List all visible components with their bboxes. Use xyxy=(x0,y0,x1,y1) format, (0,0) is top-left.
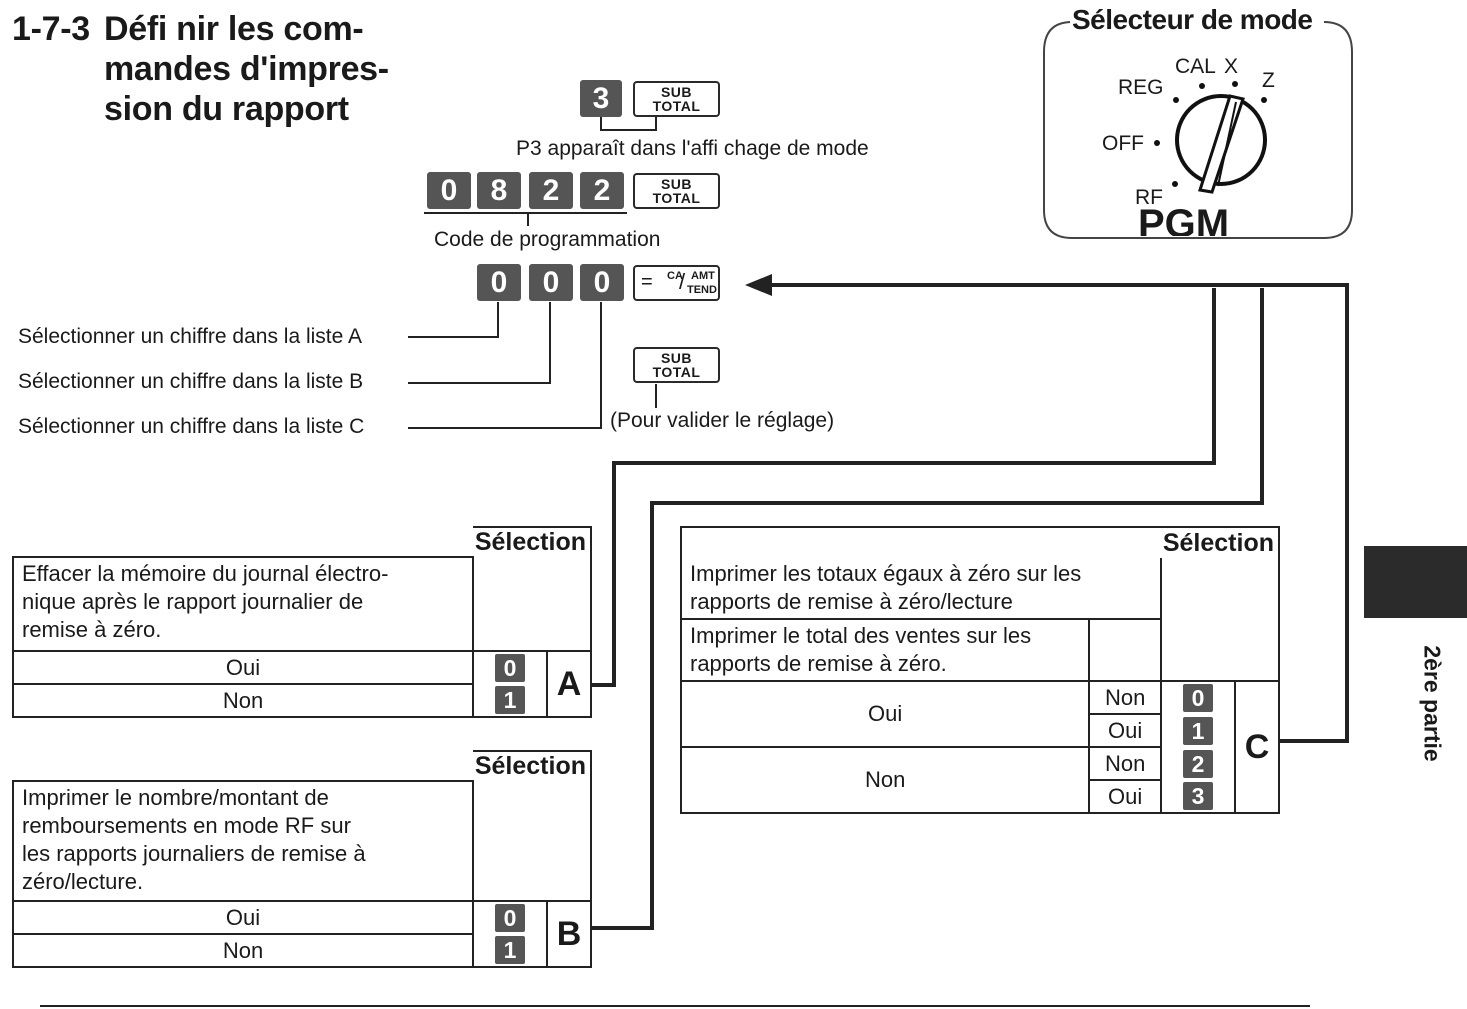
mode-selector-frame xyxy=(1043,21,1353,239)
code-key-2a: 2 xyxy=(529,172,573,209)
subtotal-key-3: SUB TOTAL xyxy=(633,347,720,383)
table-a-num-1: 1 xyxy=(472,684,548,718)
table-b-choice-oui: Oui xyxy=(11,900,475,935)
mode-selector: Sélecteur de mode CAL X REG Z OFF RF PGM xyxy=(1042,0,1354,242)
table-c-num-2-key: 2 xyxy=(1182,749,1213,778)
table-c-outer-oui: Oui xyxy=(679,680,1091,748)
ca-key-tend: TEND xyxy=(687,284,717,296)
table-c-num-3-key: 3 xyxy=(1182,782,1213,810)
table-b-desc-line2: remboursements en mode RF sur xyxy=(22,813,351,838)
mode-label-x: X xyxy=(1224,55,1239,78)
table-c-letter: C xyxy=(1233,680,1281,814)
table-a-num-0-key: 0 xyxy=(495,654,525,682)
list-c-instruction: Sélectionner un chiffre dans la liste C xyxy=(18,415,365,438)
side-tab-block xyxy=(1364,546,1467,618)
table-a-description: Effacer la mémoire du journal électro- n… xyxy=(11,556,475,652)
table-c-num-1-key: 1 xyxy=(1182,716,1213,745)
table-c-num-0: 0 xyxy=(1160,680,1236,714)
table-b-description: Imprimer le nombre/montant de remboursem… xyxy=(11,780,475,902)
table-c-header: Sélection xyxy=(1161,526,1280,558)
ca-key-amt: AMT xyxy=(691,270,715,282)
table-c-desc1-line1: Imprimer les totaux égaux à zéro sur les xyxy=(690,561,1082,586)
select-key-a: 0 xyxy=(477,264,521,301)
table-c-desc2-line1: Imprimer le total des ventes sur les xyxy=(690,623,1032,648)
subtotal-key-2: SUB TOTAL xyxy=(633,173,720,209)
list-a-instruction: Sélectionner un chiffre dans la liste A xyxy=(18,325,362,348)
table-c-inner-1: Oui xyxy=(1088,713,1162,748)
table-c-outer-non: Non xyxy=(679,746,1091,814)
code-key-0: 0 xyxy=(427,172,471,209)
table-c-inner-2: Non xyxy=(1088,746,1162,781)
mode-label-off: OFF xyxy=(1102,132,1144,155)
ca-key-slash: / xyxy=(679,269,686,294)
table-a-desc-line3: remise à zéro. xyxy=(22,617,162,642)
table-b-letter: B xyxy=(545,900,593,968)
table-b: Sélection Imprimer le nombre/montant de … xyxy=(11,750,593,968)
table-a-choice-non: Non xyxy=(11,683,475,718)
table-b-desc-line1: Imprimer le nombre/montant de xyxy=(22,785,329,810)
subtotal-key-2-bottom: TOTAL xyxy=(652,190,701,206)
code-key-2b: 2 xyxy=(580,172,624,209)
mode-label-reg: REG xyxy=(1118,76,1164,99)
table-c-num-1: 1 xyxy=(1160,714,1236,747)
table-a-num-0: 0 xyxy=(472,650,548,684)
subtotal-key-1-bottom: TOTAL xyxy=(652,98,701,114)
table-b-desc-line4: zéro/lecture. xyxy=(22,869,144,894)
mode-label-pgm-text: PGM xyxy=(1138,202,1230,236)
ca-key-ca: CA xyxy=(667,270,683,282)
ca-key-equals: = xyxy=(641,271,653,293)
table-a-letter: A xyxy=(546,650,592,718)
table-c: Sélection Imprimer les totaux égaux à zé… xyxy=(679,526,1281,814)
table-b-desc-line3: les rapports journaliers de remise à xyxy=(22,841,366,866)
table-b-header: Sélection xyxy=(473,750,592,781)
mode-label-z: Z xyxy=(1262,69,1275,92)
table-b-num-0: 0 xyxy=(472,900,548,934)
subtotal-key-1: SUB TOTAL xyxy=(633,81,720,117)
table-b-num-1: 1 xyxy=(472,934,548,968)
table-c-description-2: Imprimer le total des ventes sur les rap… xyxy=(679,618,1091,682)
section-title-line3: sion du rapport xyxy=(104,90,349,128)
table-c-description-1: Imprimer les totaux égaux à zéro sur les… xyxy=(680,558,1162,620)
subtotal-key-3-bottom: TOTAL xyxy=(652,364,701,380)
code-key-8: 8 xyxy=(477,172,521,209)
section-number: 1-7-3 xyxy=(12,10,90,48)
table-c-inner-0: Non xyxy=(1088,680,1162,715)
table-a-num-1-key: 1 xyxy=(495,686,525,714)
table-c-desc1-line2: rapports de remise à zéro/lecture xyxy=(690,589,1013,614)
subtotal-key-1-top: SUB xyxy=(660,84,693,100)
table-b-choice-non: Non xyxy=(11,933,475,968)
step1-caption: P3 apparaît dans l'affi chage de mode xyxy=(516,137,869,160)
select-key-c: 0 xyxy=(580,264,624,301)
table-a-desc-line2: nique après le rapport journalier de xyxy=(22,589,364,614)
section-title-line1: Défi nir les com- xyxy=(104,10,364,48)
section-title-line2: mandes d'impres- xyxy=(104,50,389,88)
code-caption: Code de programmation xyxy=(434,228,661,251)
mode-label-pgm: PGM xyxy=(1138,202,1258,236)
ca-amt-tend-key: = CA / AMT TEND xyxy=(633,265,720,301)
table-c-num-2: 2 xyxy=(1160,747,1236,780)
list-b-instruction: Sélectionner un chiffre dans la liste B xyxy=(18,370,364,393)
table-c-num-0-key: 0 xyxy=(1182,684,1213,712)
table-a: Sélection Effacer la mémoire du journal … xyxy=(11,526,592,718)
table-c-desc2-line2: rapports de remise à zéro. xyxy=(690,651,947,676)
table-a-choice-oui: Oui xyxy=(11,650,475,685)
table-b-num-1-key: 1 xyxy=(495,936,525,964)
mode-label-cal: CAL xyxy=(1175,55,1216,78)
side-tab-label: 2ère partie xyxy=(1419,645,1446,762)
table-b-num-0-key: 0 xyxy=(495,904,525,932)
mode-selector-title: Sélecteur de mode xyxy=(1070,4,1315,36)
mode-label-rf: RF xyxy=(1135,186,1163,209)
subtotal-key-2-top: SUB xyxy=(660,176,693,192)
subtotal-key-3-top: SUB xyxy=(660,350,693,366)
key-3: 3 xyxy=(580,80,622,117)
table-c-inner-3: Oui xyxy=(1088,779,1162,814)
table-a-header: Sélection xyxy=(473,526,592,557)
select-key-b: 0 xyxy=(529,264,573,301)
validate-caption: (Pour valider le réglage) xyxy=(610,409,835,432)
table-c-num-3: 3 xyxy=(1160,780,1236,814)
table-a-desc-line1: Effacer la mémoire du journal électro- xyxy=(22,561,389,586)
